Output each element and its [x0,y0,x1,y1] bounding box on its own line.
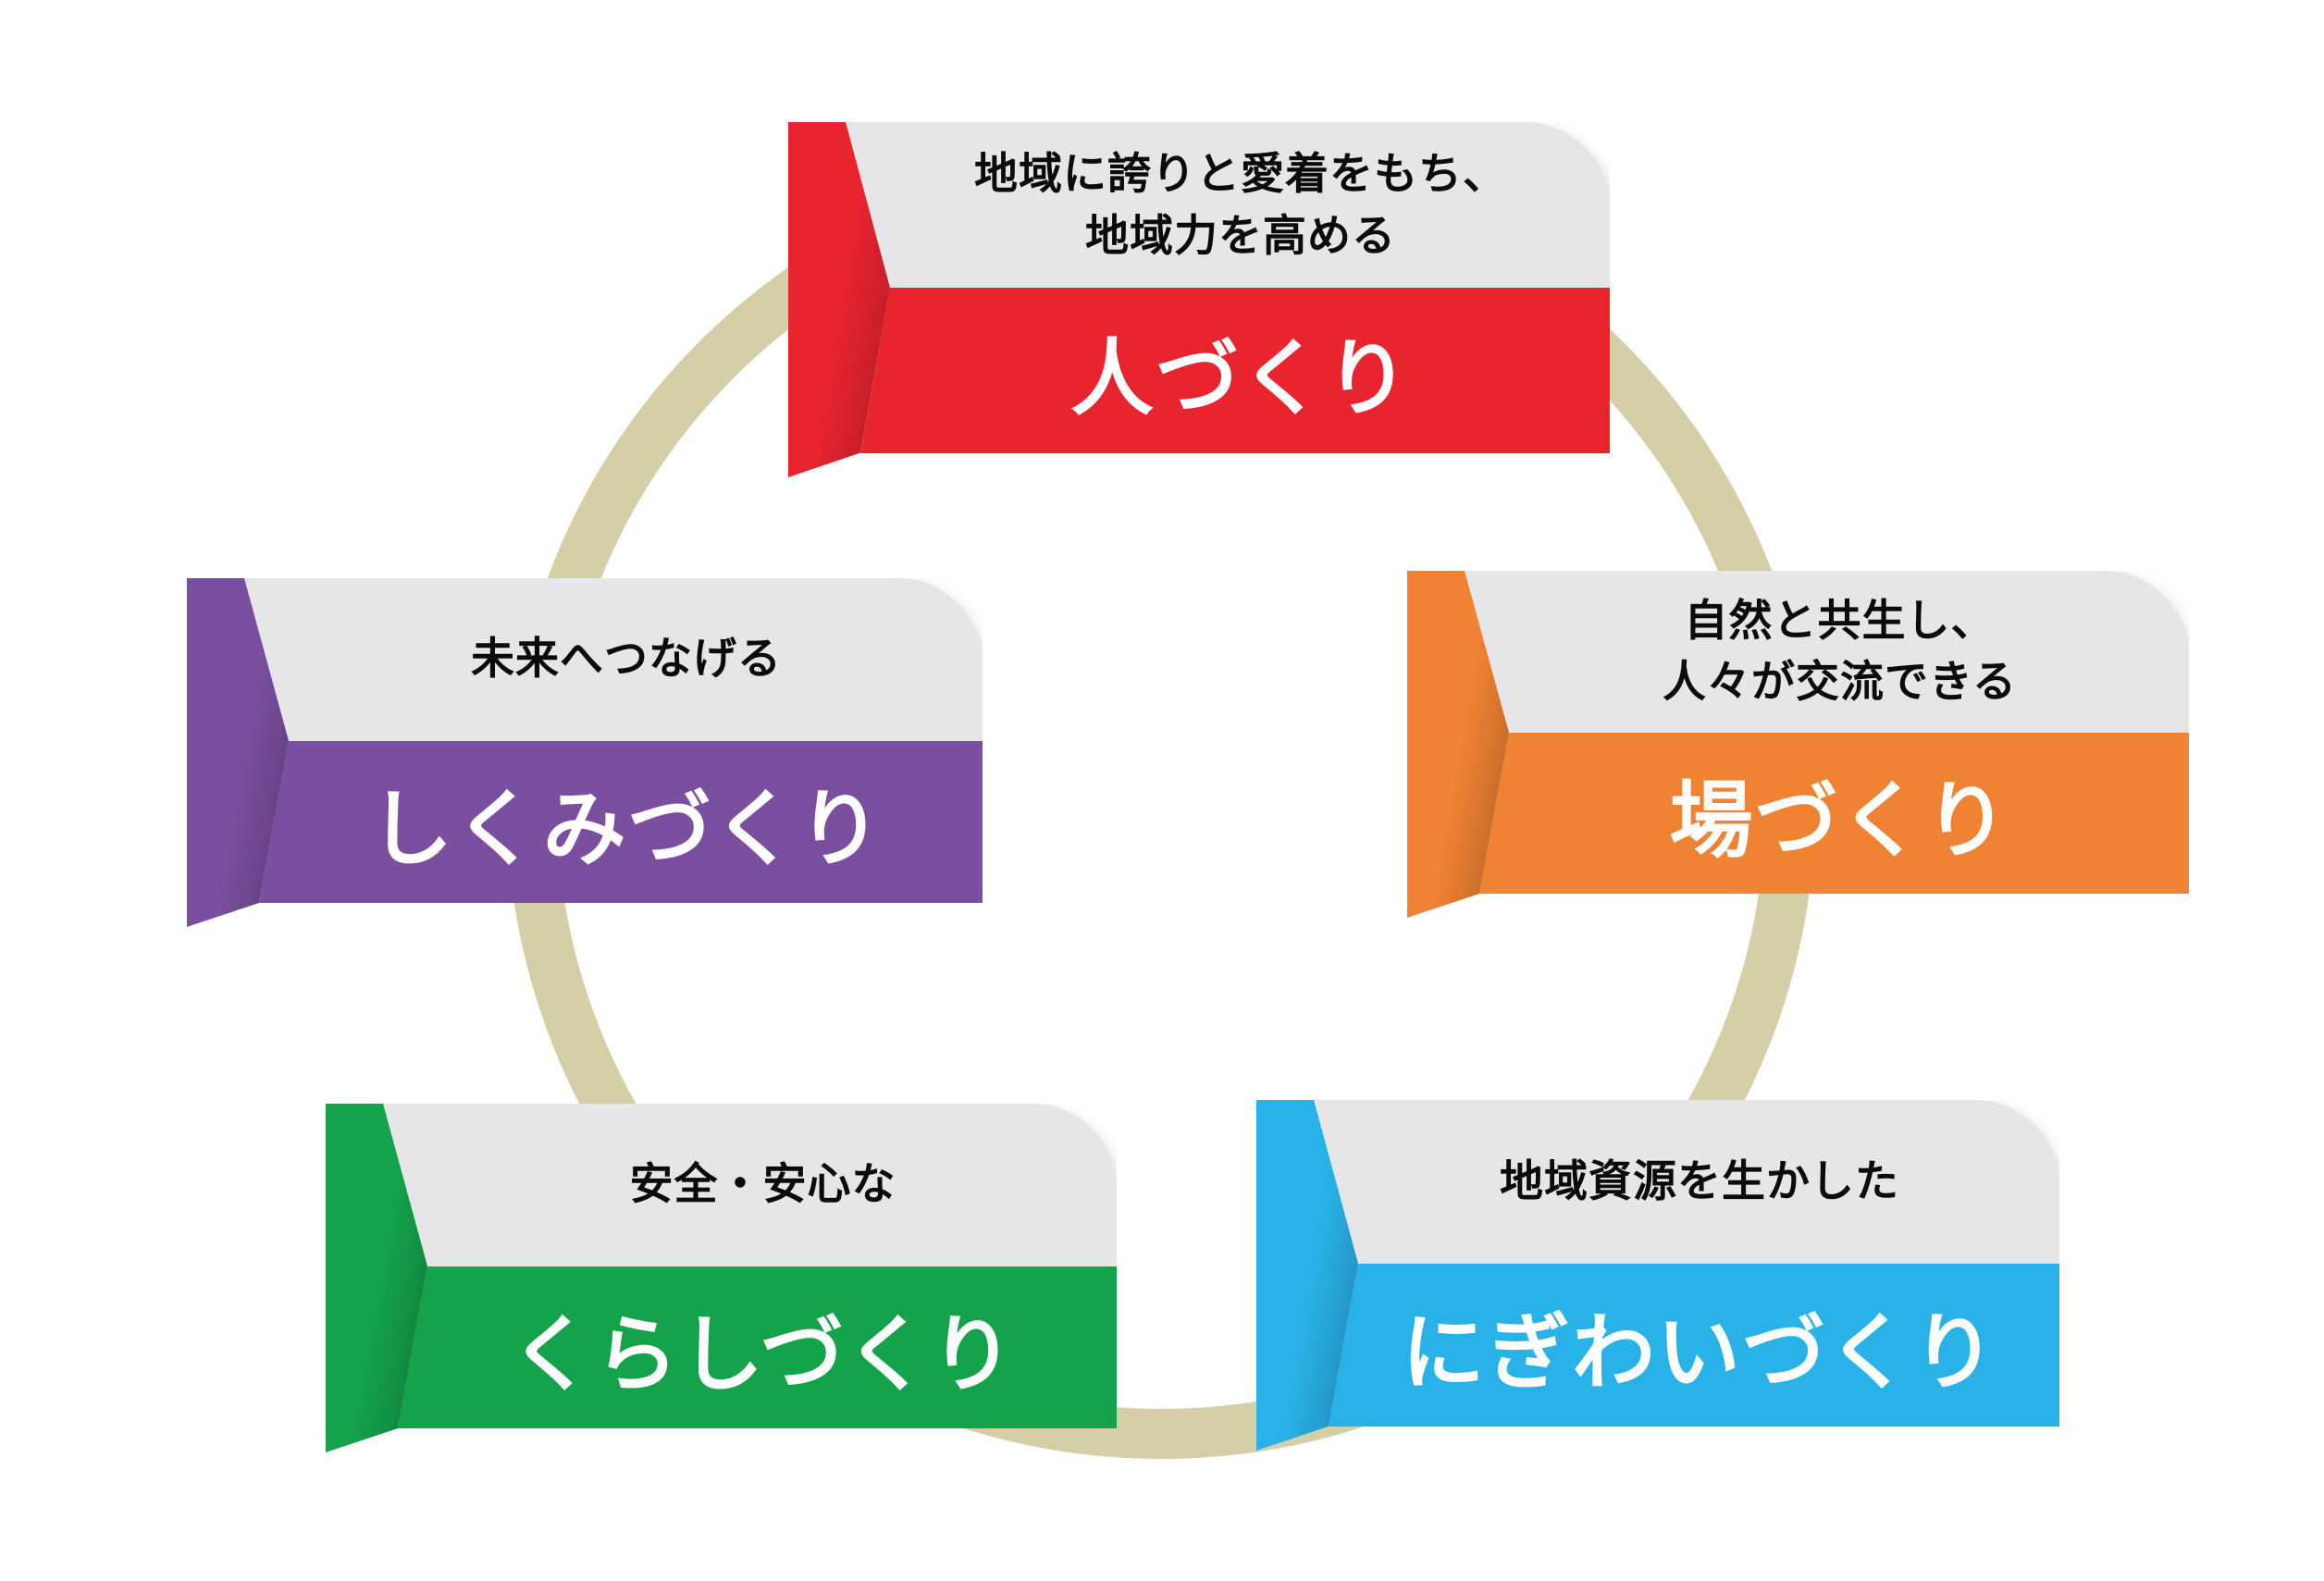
card-subtitle: 未来へつなげる [244,578,983,741]
subtitle-line: 地域資源を生かした [1500,1155,1899,1205]
card-subtitle: 自然と共生し、 人々が交流できる [1465,571,2189,733]
card-panel: 未来へつなげる しくみづくり [244,578,983,903]
card-title: くらしづくり [510,1309,1016,1402]
card-title-bar: 人づくり [846,288,1610,453]
card-shikumizukuri: 未来へつなげる しくみづくり [187,578,983,927]
card-panel: 地域資源を生かした にぎわいづくり [1314,1100,2059,1427]
card-panel: 安全・安心な くらしづくり [383,1104,1117,1428]
card-subtitle: 安全・安心な [383,1104,1117,1266]
subtitle-line: 安全・安心な [629,1159,896,1209]
subtitle-line: 地域力を高める [1085,210,1396,260]
card-bazukuri: 自然と共生し、 人々が交流できる 場づくり [1407,571,2189,918]
card-subtitle: 地域に誇りと愛着をもち、 地域力を高める [846,122,1610,288]
card-title-bar: 場づくり [1465,732,2189,894]
card-subtitle: 地域資源を生かした [1314,1100,2059,1264]
subtitle-line: 未来へつなげる [471,634,782,684]
card-title-bar: にぎわいづくり [1314,1263,2059,1427]
subtitle-line: 自然と共生し、 [1684,595,1996,645]
card-title-bar: しくみづくり [244,740,983,903]
subtitle-line: 地域に誇りと愛着をもち、 [974,148,1507,198]
card-nigiwaizukuri: 地域資源を生かした にぎわいづくり [1256,1100,2059,1451]
card-title: にぎわいづくり [1402,1306,1997,1400]
subtitle-line: 人々が交流できる [1662,657,2018,707]
card-panel: 地域に誇りと愛着をもち、 地域力を高める 人づくり [846,122,1610,453]
card-title-bar: くらしづくり [383,1266,1117,1428]
card-title: 場づくり [1669,774,2010,868]
card-title: 人づくり [1070,332,1411,426]
card-kurashizukuri: 安全・安心な くらしづくり [326,1104,1117,1452]
card-panel: 自然と共生し、 人々が交流できる 場づくり [1465,571,2189,894]
card-hitozukuri: 地域に誇りと愛着をもち、 地域力を高める 人づくり [788,122,1610,477]
card-title: しくみづくり [369,784,884,877]
